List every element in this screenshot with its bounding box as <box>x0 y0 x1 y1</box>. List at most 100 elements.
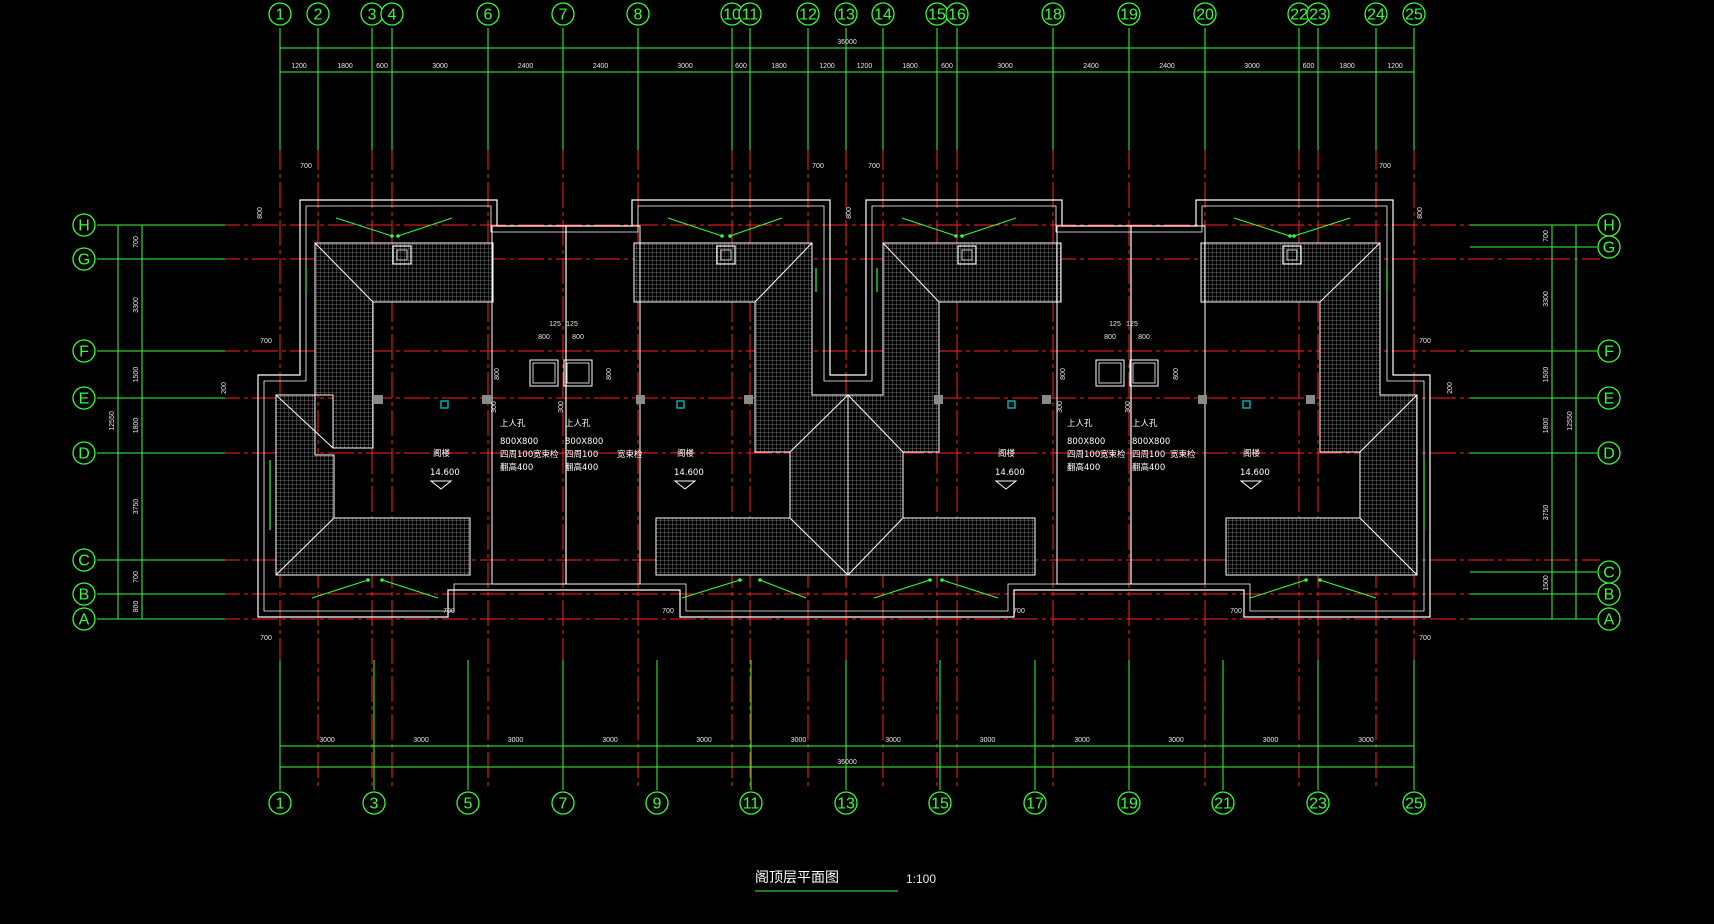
offset-dim-700: 700 <box>300 163 312 170</box>
parapet-outline <box>257 199 1431 618</box>
slope-arrow-head <box>1304 578 1308 582</box>
slope-arrow-head <box>758 578 762 582</box>
dim-text-bottom-segment: 3000 <box>1168 737 1184 744</box>
rainwater-outlet <box>744 395 753 404</box>
roof-hatch-size: 800X800 <box>1132 437 1170 447</box>
elevation-marker <box>673 480 697 490</box>
water-marker <box>676 400 685 409</box>
axis-bubble-right-circle <box>1597 339 1621 363</box>
dim-text-right-segment: 3300 <box>1543 291 1550 307</box>
axis-bubble-top: 13 <box>837 7 855 24</box>
axis-bubble-bottom-circle <box>551 791 575 815</box>
dim-text-left-segment: 1500 <box>133 367 140 383</box>
axis-bubble-top-circle <box>945 2 969 26</box>
dimension-lines <box>97 28 1597 790</box>
rainwater-outlet <box>482 395 491 404</box>
axis-bubble-left: H <box>78 218 90 235</box>
chimney-flue <box>1286 249 1298 261</box>
axis-bubble-top: 2 <box>314 7 323 24</box>
attic-label: 阁楼 <box>677 448 695 459</box>
roof-hatch-curb-height: 翻高400 <box>1067 462 1100 473</box>
axis-bubble-top: 14 <box>874 7 892 24</box>
axis-bubble-bottom-circle <box>928 791 952 815</box>
axis-bubble-top: 25 <box>1405 7 1423 24</box>
vent-label: 宽束检 <box>533 449 559 460</box>
water-marker <box>440 400 449 409</box>
dim-text-left-segment: 800 <box>133 601 140 613</box>
dim-text-right-segment: 700 <box>1543 230 1550 242</box>
axis-bubble-top: 11 <box>742 7 759 24</box>
slope-arrow <box>397 217 453 237</box>
roof-plan <box>257 199 1431 618</box>
dim-text-top-segment: 3000 <box>432 63 448 70</box>
dim-text-left-segment: 3750 <box>133 499 140 515</box>
roof-hip-line <box>1359 517 1418 576</box>
slope-arrow-head <box>396 234 400 238</box>
dim-text-top-segment: 1200 <box>291 63 307 70</box>
axis-bubble-bottom-circle <box>645 791 669 815</box>
water-marker <box>1007 400 1016 409</box>
slope-arrow-head <box>1318 578 1322 582</box>
offset-dim-800: 800 <box>572 334 584 341</box>
dim-text-top-segment: 1200 <box>857 63 873 70</box>
roof-hatch-opening <box>1095 359 1125 387</box>
axis-bubble-bottom: 11 <box>743 796 760 813</box>
dim-text-top-segment: 600 <box>1303 63 1315 70</box>
slope-arrow-head <box>1292 234 1296 238</box>
dim-text-bottom-segment: 3000 <box>413 737 429 744</box>
slope-arrow-head <box>928 578 932 582</box>
roof-hip-line <box>789 517 849 576</box>
rainwater-outlet <box>636 395 645 404</box>
offset-dim-700: 700 <box>443 608 455 615</box>
axis-bubble-right: H <box>1603 218 1615 235</box>
dim-text-bottom-segment: 3000 <box>319 737 335 744</box>
offset-dim-200: 200 <box>1447 382 1454 394</box>
offset-dim-800: 800 <box>606 368 613 380</box>
offset-dim-800: 800 <box>494 368 501 380</box>
axis-bubble-bottom: 5 <box>464 796 473 813</box>
axis-bubble-bottom: 17 <box>1026 796 1044 813</box>
roof-hatch-size: 800X800 <box>500 437 538 447</box>
offset-dim-800: 800 <box>538 334 550 341</box>
axis-bubble-top-circle <box>476 2 500 26</box>
axis-bubble-top: 3 <box>368 7 377 24</box>
rainwater-outlet <box>1198 395 1207 404</box>
roof-hatch-size: 800X800 <box>1067 437 1105 447</box>
axis-bubble-bottom-circle <box>456 791 480 815</box>
slope-arrow <box>873 579 931 599</box>
slope-arrow <box>1293 217 1351 237</box>
offset-dim-700: 700 <box>812 163 824 170</box>
axis-bubble-left-circle <box>72 582 96 606</box>
parapet-inner-outline <box>263 205 1425 612</box>
axis-bubble-left: D <box>78 446 90 463</box>
dim-text-left-segment: 700 <box>133 571 140 583</box>
axis-bubble-top-circle <box>1117 2 1141 26</box>
axis-bubble-top: 22 <box>1290 7 1308 24</box>
axis-bubble-top: 10 <box>723 7 741 24</box>
slope-arrow <box>335 217 393 237</box>
roof-hatch-opening-inner <box>1098 362 1122 384</box>
offset-dim-800: 800 <box>1417 207 1424 219</box>
rainwater-outlet <box>1042 395 1051 404</box>
axis-bubble-top-circle <box>1193 2 1217 26</box>
axis-bubble-top-circle <box>1041 2 1065 26</box>
roof-hatch-curb: 四周100 <box>1067 450 1100 460</box>
chimney <box>392 245 412 265</box>
dim-text-right-segment: 3750 <box>1543 505 1550 521</box>
roof-hatch-curb: 四周100 <box>500 450 533 460</box>
dim-text-left-segment: 3300 <box>133 297 140 313</box>
dim-text-top-segment: 2400 <box>1159 63 1175 70</box>
roof-hatch-opening-inner <box>532 362 556 384</box>
elevation-label: 14.600 <box>995 468 1025 478</box>
elevation-label: 14.600 <box>430 468 460 478</box>
axis-bubble-left-circle <box>72 247 96 271</box>
rainwater-outlet <box>374 395 383 404</box>
attic-label: 阁楼 <box>1243 448 1261 459</box>
axis-bubble-top-circle <box>268 2 292 26</box>
dim-text-top-segment: 1200 <box>819 63 835 70</box>
axis-bubble-left: G <box>78 252 90 269</box>
axis-bubble-right: C <box>1603 565 1615 582</box>
axis-bubble-top: 7 <box>559 7 568 24</box>
slope-arrow-head <box>720 234 724 238</box>
